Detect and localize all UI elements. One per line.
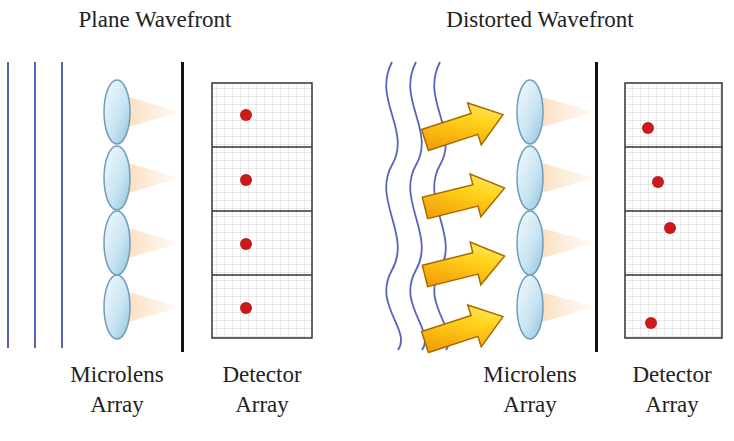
detector-array bbox=[212, 83, 722, 338]
aperture-plane bbox=[181, 62, 598, 352]
panel-title: Distorted Wavefront bbox=[390, 5, 690, 35]
propagation-arrows bbox=[418, 94, 510, 363]
microlens-array bbox=[104, 80, 543, 339]
part-label: Microlens Array bbox=[57, 360, 177, 420]
plane-wave bbox=[8, 62, 62, 348]
panel-title: Plane Wavefront bbox=[25, 5, 285, 35]
part-label: Detector Array bbox=[207, 360, 317, 420]
part-label: Microlens Array bbox=[470, 360, 590, 420]
part-label: Detector Array bbox=[617, 360, 727, 420]
focal-spots bbox=[240, 109, 676, 329]
